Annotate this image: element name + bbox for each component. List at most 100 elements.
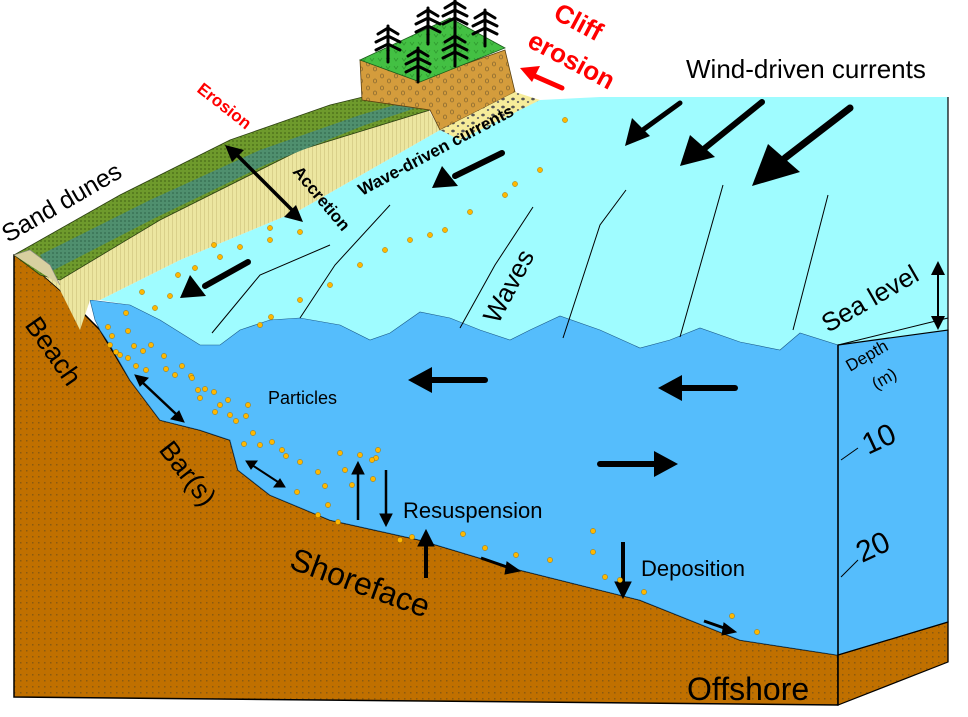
particle-dot [192,265,198,271]
particle-dot [547,557,553,563]
particle-dot [562,117,568,123]
wave-driven-current-arrows [180,150,505,298]
particle-dot [370,476,376,482]
particle-dot [467,209,473,215]
particle-dot [227,412,233,418]
beach-sand [20,95,440,330]
particle-dot [269,439,275,445]
particle-dot [641,589,647,595]
offshore-label: Offshore [687,671,809,707]
particle-dot [590,528,596,534]
particle-dot [617,577,623,583]
particle-dot [442,227,448,233]
particle-dot [237,244,243,250]
particle-dot [175,272,181,278]
particle-dot [297,297,303,303]
particle-dot [369,457,375,463]
particle-dot [143,367,149,373]
particle-dot [225,397,231,403]
particle-dot [349,482,355,488]
particle-dot [297,459,303,465]
wave-crest-lines [211,184,829,339]
particle-dot [409,534,415,540]
particle-dot [117,352,123,358]
particle-dot [189,375,195,381]
particle-dot [482,545,488,551]
particle-dot [267,225,273,231]
particle-dot [195,387,201,393]
arrow-wave-2 [180,259,251,298]
arrow-current-left-2 [658,375,738,401]
arrow-wind-3 [752,104,854,186]
wind-driven-current-arrows [625,99,854,186]
arrow-offshore-1 [480,556,522,575]
particle-dot [357,262,363,268]
particle-dot [125,355,131,361]
particle-dot [109,333,115,339]
arrow-bar-trough [245,460,286,488]
particle-dot [590,549,596,555]
particle-dot [241,441,247,447]
trees [374,0,499,84]
arrow-wind-1 [625,100,683,146]
water-front-face [89,299,839,656]
particle-dot [211,242,217,248]
particle-dot [131,343,137,349]
particle-dot [513,552,519,558]
wind-driven-currents-label: Wind-driven currents [686,54,926,84]
particle-dot [754,629,760,635]
particle-dot [267,237,273,243]
particle-dot [315,512,321,518]
arrow-resuspension-up [351,460,365,520]
arrow-shoreface-up [417,528,435,578]
dune-swale [40,98,425,272]
cliff-top-grass [358,17,506,83]
particle-dot [375,447,381,453]
particle-dot [217,254,223,260]
particle-dot [105,324,111,330]
particle-dot [315,469,321,475]
particle-dot [512,181,518,187]
particle-dot [327,282,333,288]
particle-dot [325,502,331,508]
particle-dot [397,537,403,543]
particle-dot [212,409,218,415]
arrow-current-right [597,451,678,477]
particle-dot [123,310,129,316]
erosion-accretion-arrow [225,145,303,222]
particle-dot [179,363,185,369]
resuspension-label: Resuspension [403,498,542,523]
deposition-label: Deposition [641,556,745,581]
arrow-wave-1 [432,150,505,188]
particle-dot [257,442,263,448]
particle-dot [357,452,363,458]
particle-dot [257,322,263,328]
particle-dot [211,389,217,395]
particle-dot [537,167,543,173]
particle-dot [202,386,208,392]
particle-dot [382,247,388,253]
particle-dot [152,305,158,311]
particle-dot [163,366,169,372]
dune-edge [13,249,61,286]
particles-label: Particles [268,388,337,408]
arrow-offshore-2 [703,619,738,636]
particle-dot [427,232,433,238]
erosion-label: Erosion [194,79,256,133]
particle-dot [172,372,178,378]
sea-level-line [837,317,949,346]
particle-dot [250,430,256,436]
particle-dot [233,418,239,424]
particle-dot [107,342,113,348]
cliff-erosion-arrow [520,66,565,91]
particle-dot [245,402,251,408]
arrow-resuspension-down [379,470,393,528]
arrow-beach-bar [134,374,185,423]
particle-dot [460,531,466,537]
particle-dot [602,574,608,580]
particle-dot [294,489,300,495]
subsurface-current-arrows [408,367,738,477]
sea-surface [100,97,948,350]
cliff-erosion-label-line2: erosion [523,25,620,96]
